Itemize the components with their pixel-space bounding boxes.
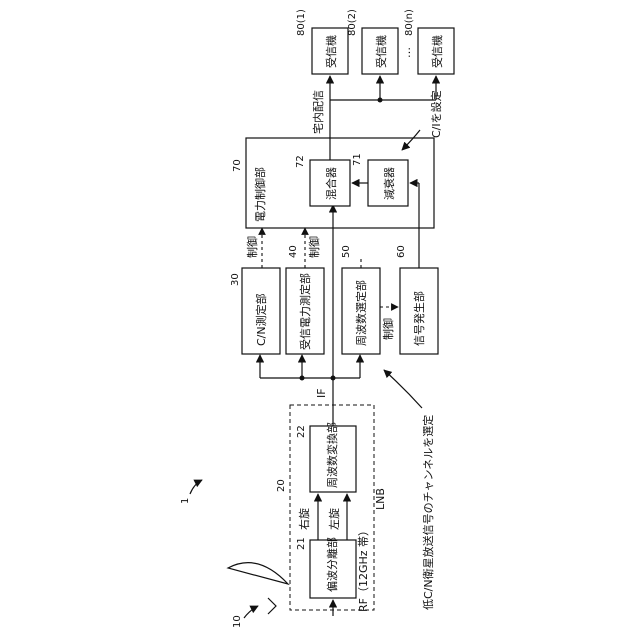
power-meter-label: 受信電力測定部 — [298, 273, 312, 350]
cn-meter-label: C/N測定部 — [254, 293, 268, 346]
freq-selector-number: 50 — [341, 245, 352, 258]
freq-selector-label: 周波数選定部 — [354, 280, 368, 346]
attenuator-label: 減衰器 — [382, 167, 396, 200]
rx1-number: 80(1) — [296, 9, 307, 36]
rx2-label: 受信機 — [374, 35, 388, 68]
power-control-label: 電力制御部 — [253, 167, 267, 222]
rf-label: RF（12GHz 帯） — [357, 525, 370, 612]
right-label: 右旋 — [297, 508, 311, 530]
low-cn-label: 低C/N衛星放送信号のチャンネルを選定 — [421, 415, 435, 610]
polarizer-label: 偏波分離部 — [325, 537, 339, 592]
signal-gen-label: 信号発生部 — [412, 291, 426, 346]
low-cn-leader — [384, 370, 422, 408]
left-label: 左旋 — [327, 508, 341, 530]
ci-leader — [402, 130, 420, 150]
cn-meter-number: 30 — [230, 273, 241, 286]
ci-label: C/Iを設定 — [429, 90, 443, 138]
system-number: 1 — [180, 498, 191, 504]
mixer-number: 72 — [295, 155, 306, 168]
home-label: 宅内配信 — [311, 90, 325, 134]
polarizer-number: 21 — [296, 537, 307, 550]
control2-label: 制御 — [307, 236, 321, 258]
if-label: IF — [315, 388, 328, 398]
signal-gen-number: 60 — [396, 245, 407, 258]
antenna-number: 10 — [232, 615, 243, 628]
control1-label: 制御 — [245, 236, 259, 258]
rxn-label: 受信機 — [430, 35, 444, 68]
attenuator-number: 71 — [352, 153, 363, 166]
power-meter-number: 40 — [288, 245, 299, 258]
receiver-ellipsis: … — [400, 47, 413, 58]
freq-converter-number: 22 — [296, 425, 307, 438]
freq-converter-label: 周波数変換部 — [325, 422, 339, 488]
antenna-leader — [244, 606, 258, 618]
lnb-number: 20 — [276, 479, 287, 492]
rxn-number: 80(n) — [404, 9, 415, 36]
mixer-label: 混合器 — [324, 167, 338, 200]
rx1-label: 受信機 — [324, 35, 338, 68]
lnb-label: LNB — [374, 488, 387, 510]
system-leader — [190, 480, 202, 494]
control3-label: 制御 — [381, 318, 395, 340]
rx2-number: 80(2) — [347, 9, 358, 36]
power-control-number: 70 — [232, 159, 243, 172]
